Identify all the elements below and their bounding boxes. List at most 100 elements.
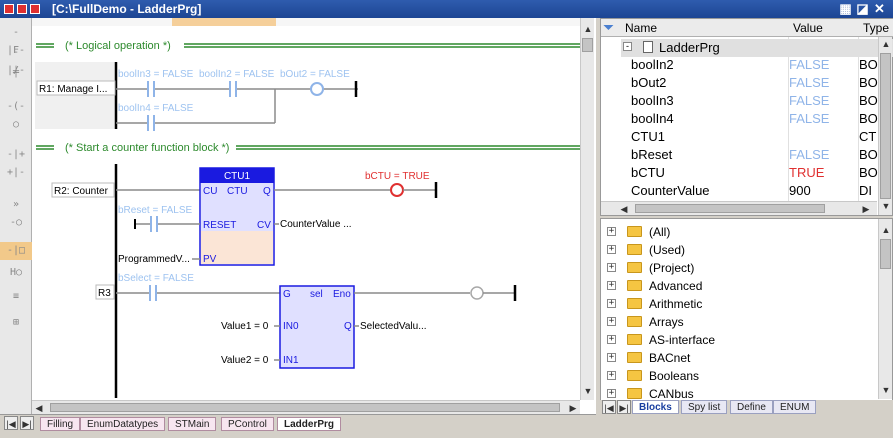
hscroll-thumb[interactable] (50, 403, 560, 412)
scroll-thumb[interactable] (880, 239, 891, 269)
scroll-down-icon[interactable]: ▼ (881, 385, 891, 395)
expand-icon: + (607, 298, 616, 308)
window-title: [C:\FullDemo - LadderPrg] (52, 2, 202, 16)
var-row[interactable]: bOut2 FALSE BO (631, 75, 878, 90)
block-category-item[interactable]: +AS-interface (607, 333, 716, 347)
expand-icon: + (607, 226, 616, 236)
var-row[interactable]: bCTU TRUE BO (631, 165, 878, 180)
contact-boolin2-label: boolIn2 = FALSE (199, 69, 275, 80)
block-icon[interactable]: -|□ (0, 242, 32, 260)
block-category-item[interactable]: +Arithmetic (607, 297, 703, 311)
horizontal-line-icon[interactable]: ≡ (12, 291, 20, 302)
maximize-icon[interactable]: ◪ (856, 1, 869, 16)
editor-horizontal-scrollbar[interactable]: ◀ ▶ (32, 400, 580, 414)
block-category-item[interactable]: +(Project) (607, 261, 695, 275)
folder-icon (627, 226, 642, 237)
tab-filling[interactable]: Filling (40, 417, 81, 431)
ladder-editor[interactable]: (* Logical operation *) R1: Manage I... … (32, 18, 596, 414)
reset-coil-icon[interactable]: +|- (6, 167, 26, 178)
parallel-block-icon[interactable]: H○ (9, 267, 23, 278)
scroll-up-icon[interactable]: ▲ (881, 39, 891, 49)
block-category-item[interactable]: +(Used) (607, 243, 686, 257)
folder-icon (627, 280, 642, 291)
block-category-item[interactable]: +BACnet (607, 351, 691, 365)
scroll-left-icon[interactable]: ◀ (620, 204, 628, 214)
var-row[interactable]: boolIn3 FALSE BO (631, 93, 878, 108)
tab-ladderprg[interactable]: LadderPrg (277, 417, 342, 431)
window-menu-icon[interactable] (4, 4, 14, 14)
coil-icon[interactable]: -(- (6, 101, 26, 112)
tile-icon[interactable]: ▦ (839, 1, 852, 16)
block-category-item[interactable]: +Advanced (607, 279, 703, 293)
tab-define[interactable]: Define (730, 400, 773, 414)
vars-vertical-scrollbar[interactable]: ▲ ▼ (878, 37, 892, 215)
tab-scroll-last-icon[interactable]: ▶| (20, 416, 34, 430)
comment-logical-operation: (* Logical operation *) (65, 40, 171, 52)
tab-stmain[interactable]: STMain (168, 417, 217, 431)
var-row[interactable]: CounterValue 900 DI (631, 183, 872, 198)
folder-icon (627, 388, 642, 399)
negated-coil-icon[interactable]: ○ (12, 119, 20, 130)
vars-horizontal-scrollbar[interactable]: ◀ ▶ (601, 201, 877, 215)
block-category-item[interactable]: +(All) (607, 225, 671, 239)
tab-scroll-first-icon[interactable]: |◀ (602, 400, 616, 414)
program-icon (643, 41, 653, 53)
var-row[interactable]: boolIn2 FALSE BO (631, 57, 878, 72)
negated-contact-icon[interactable]: -|/- (6, 47, 26, 76)
tree-root-row[interactable]: - LadderPrg (621, 39, 893, 57)
sel-pin-in1: IN1 (283, 355, 299, 366)
folder-icon (627, 352, 642, 363)
scroll-left-icon[interactable]: ◀ (35, 403, 43, 413)
sel-pin-eno: Eno (333, 289, 351, 300)
contact-boolin4-label: boolIn4 = FALSE (118, 103, 194, 114)
scroll-down-icon[interactable]: ▼ (881, 201, 891, 211)
folder-icon (627, 262, 642, 273)
tab-scroll-last-icon[interactable]: ▶| (617, 400, 631, 414)
block-category-item[interactable]: +Arrays (607, 315, 684, 329)
ladder-diagram: (* Logical operation *) R1: Manage I... … (32, 18, 580, 398)
close-icon[interactable]: ✕ (874, 1, 885, 16)
tab-enumdatatypes[interactable]: EnumDatatypes (80, 417, 166, 431)
tab-pcontrol[interactable]: PControl (221, 417, 274, 431)
jump-icon[interactable]: » (12, 199, 20, 210)
hscroll-thumb[interactable] (635, 204, 825, 213)
blocks-vertical-scrollbar[interactable]: ▲ ▼ (878, 219, 892, 399)
rung-r3-label: R3 (98, 288, 111, 299)
parallel-contact-icon[interactable]: ╪ (12, 67, 20, 78)
scroll-thumb[interactable] (880, 53, 891, 199)
scroll-down-icon[interactable]: ▼ (583, 386, 593, 396)
var-row[interactable]: CTU1 CT (631, 129, 877, 144)
expand-icon: + (607, 370, 616, 380)
scroll-right-icon[interactable]: ▶ (569, 403, 577, 413)
tab-scroll-first-icon[interactable]: |◀ (4, 416, 18, 430)
blocks-library-panel: +(All) +(Used) +(Project) +Advanced +Ari… (600, 218, 893, 414)
contact-icon[interactable]: -|F- (6, 27, 26, 56)
scroll-up-icon[interactable]: ▲ (583, 24, 593, 34)
block-category-item[interactable]: +Booleans (607, 369, 700, 383)
scroll-thumb[interactable] (582, 38, 593, 52)
editor-vertical-scrollbar[interactable]: ▲ ▼ (580, 18, 594, 400)
expand-icon: + (607, 388, 616, 398)
sel-block[interactable] (279, 285, 355, 369)
column-type[interactable]: Type (863, 21, 890, 35)
scroll-up-icon[interactable]: ▲ (881, 225, 891, 235)
set-coil-icon[interactable]: -|+ (6, 149, 26, 160)
return-icon[interactable]: -○ (9, 217, 23, 228)
var-row[interactable]: bReset FALSE BO (631, 147, 878, 162)
filter-icon[interactable]: ⏷ (603, 19, 615, 35)
column-value[interactable]: Value (793, 21, 823, 35)
tree-root-label: LadderPrg (659, 40, 720, 55)
column-name[interactable]: Name (625, 21, 658, 35)
window-menu-icon-2[interactable] (17, 4, 27, 14)
window-menu-icon-3[interactable] (30, 4, 40, 14)
tab-spy-list[interactable]: Spy list (681, 400, 728, 414)
tab-enum[interactable]: ENUM (773, 400, 817, 414)
folder-icon (627, 316, 642, 327)
tab-blocks[interactable]: Blocks (632, 400, 679, 414)
comment-icon[interactable]: ⊞ (12, 317, 20, 328)
var-row[interactable]: boolIn4 FALSE BO (631, 111, 878, 126)
block-category-item[interactable]: +CANbus (607, 387, 694, 401)
collapse-icon[interactable]: - (623, 42, 632, 51)
scroll-right-icon[interactable]: ▶ (862, 204, 870, 214)
variables-panel: ⏷ Name Value Type - LadderPrg boolIn2 FA… (600, 18, 893, 216)
